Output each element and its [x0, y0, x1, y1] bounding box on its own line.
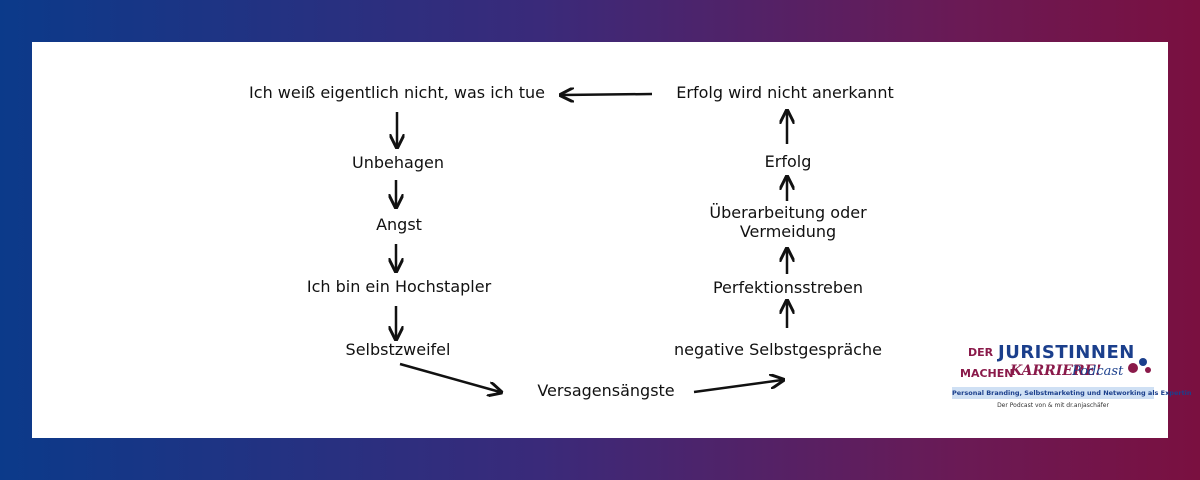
node-success-not-recognized: Erfolg wird nicht anerkannt	[676, 83, 894, 102]
logo-podcast: Podcast	[1072, 364, 1124, 379]
node-overwork-line1: Überarbeitung oder	[709, 203, 867, 222]
node-overwork-avoidance: Überarbeitung oder Vermeidung	[709, 203, 866, 241]
diagram-panel: Ich weiß eigentlich nicht, was ich tue U…	[32, 42, 1192, 438]
logo-byline: Der Podcast von & mit dr.anjaschäfer	[997, 402, 1109, 409]
node-success: Erfolg	[764, 152, 812, 171]
logo-dots-icon	[1128, 358, 1151, 373]
arrow-n5-n6	[399, 362, 500, 392]
node-impostor: Ich bin ein Hochstapler	[306, 277, 492, 296]
node-overwork-line2: Vermeidung	[739, 222, 837, 241]
node-fear-of-failure: Versagensängste	[537, 381, 675, 400]
node-self-doubt: Selbstzweifel	[345, 340, 451, 359]
arrows-layer	[32, 42, 1168, 438]
logo-der: DER	[968, 346, 994, 359]
node-not-knowing: Ich weiß eigentlich nicht, was ich tue	[249, 83, 545, 102]
arrow-n6-n7	[693, 380, 782, 394]
arrow-n11-n1	[562, 94, 653, 95]
logo-juristinnen: JURISTINNEN	[998, 342, 1135, 363]
node-perfectionism: Perfektionsstreben	[712, 278, 864, 297]
logo-tagline: Personal Branding, Selbstmarketing und N…	[952, 387, 1192, 399]
logo-karriere: KARRIERE!	[1010, 363, 1102, 379]
node-fear: Angst	[376, 215, 422, 234]
podcast-logo: DER JURISTINNEN MACHEN KARRIERE! Podcast…	[952, 342, 1192, 422]
logo-machen: MACHEN	[960, 367, 1014, 380]
node-negative-self-talk: negative Selbstgespräche	[674, 340, 882, 359]
node-discomfort: Unbehagen	[352, 153, 444, 172]
